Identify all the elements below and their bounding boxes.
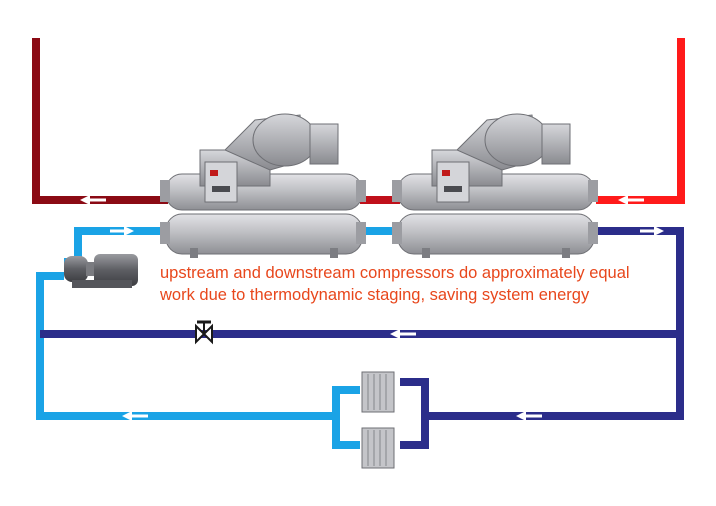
- cooling-coil-icon: [361, 427, 395, 469]
- flow-arrow-icon: [110, 226, 134, 236]
- flow-arrow-icon: [390, 329, 416, 339]
- caption-line-2: work due to thermodynamic staging, savin…: [160, 286, 590, 304]
- downstream-chiller-icon: [392, 113, 598, 258]
- pump-icon: [64, 254, 138, 288]
- flow-arrow-icon: [640, 226, 664, 236]
- condenser-inlet-pipe: [596, 38, 685, 204]
- condenser-outlet-pipe: [32, 38, 168, 204]
- caption-line-1: upstream and downstream compressors do a…: [160, 264, 630, 282]
- upstream-chiller-icon: [160, 113, 366, 258]
- flow-arrow-icon: [618, 195, 644, 205]
- flow-arrow-icon: [516, 411, 542, 421]
- chilled-return-loop: [40, 227, 684, 449]
- flow-arrow-icon: [80, 195, 106, 205]
- supply-main-pipe: [36, 272, 336, 420]
- flow-arrows: [80, 195, 664, 421]
- return-main-pipe: [425, 227, 684, 420]
- coil-supply-header: [332, 386, 360, 449]
- flow-arrow-icon: [122, 411, 148, 421]
- valve-icon: [195, 320, 213, 345]
- coil-return-header: [400, 378, 429, 449]
- cooling-coil-icon: [361, 371, 395, 413]
- diagram-caption: upstream and downstream compressors do a…: [160, 262, 700, 306]
